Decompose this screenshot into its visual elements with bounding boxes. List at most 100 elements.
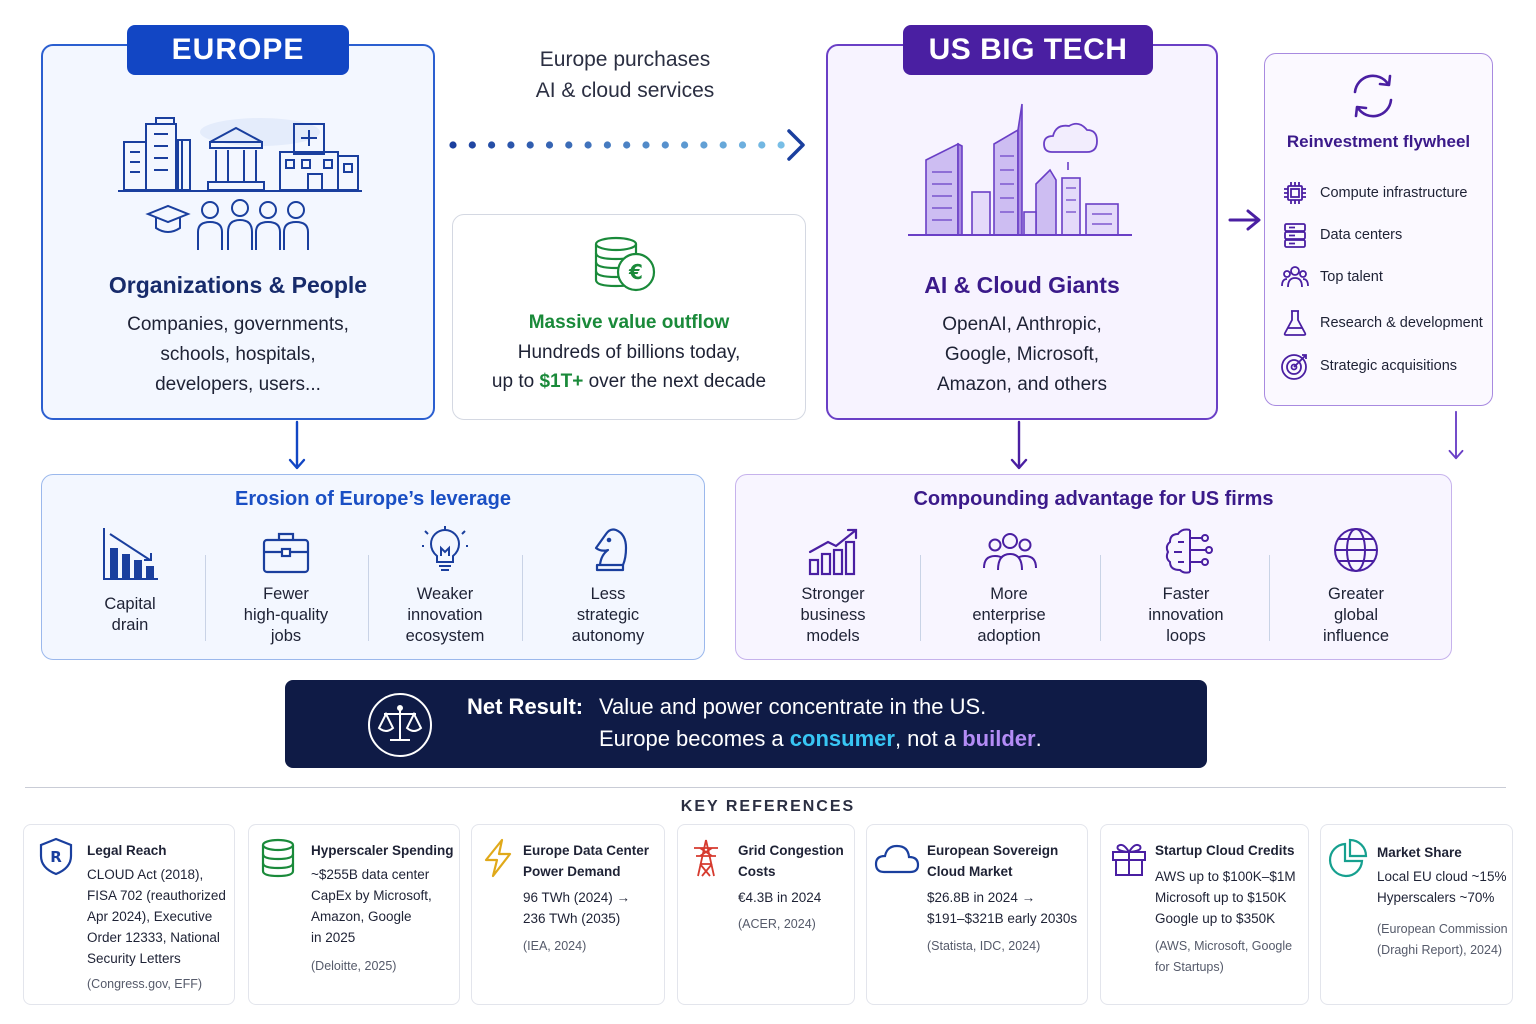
us-title: AI & Cloud Giants <box>924 272 1120 298</box>
net-result-label: Net Result: <box>467 694 584 719</box>
server-icon <box>1284 223 1306 248</box>
divider <box>920 555 921 641</box>
divider <box>1100 555 1101 641</box>
divider <box>522 555 523 641</box>
flow-dot <box>642 141 650 149</box>
right-arrow-icon <box>1228 209 1261 231</box>
flow-dot <box>526 141 534 149</box>
references-heading: KEY REFERENCES <box>680 798 856 815</box>
organizations-illustration-icon <box>118 117 362 250</box>
reference-body: $26.8B in 2024 →$191–$321B early 2030s <box>927 890 1078 926</box>
us-big-tech-label: US BIG TECH <box>903 25 1153 75</box>
flask-icon <box>1283 310 1307 336</box>
chess-knight-icon <box>594 528 628 572</box>
svg-text:€: € <box>628 260 643 284</box>
globe-icon <box>1334 528 1378 572</box>
erosion-title: Erosion of Europe’s leverage <box>234 488 511 510</box>
people-icon <box>1281 266 1309 288</box>
svg-text:R: R <box>50 848 62 866</box>
net-result-line-2: Europe becomes a consumer, not a builder… <box>599 726 1042 751</box>
flow-dot <box>738 141 747 149</box>
lightning-icon <box>484 838 512 878</box>
flywheel-item: Top talent <box>1280 262 1490 292</box>
power-tower-icon <box>694 839 718 877</box>
flow-dot <box>681 141 689 149</box>
reference-title: Legal Reach <box>87 843 167 858</box>
flywheel-item: Strategic acquisitions <box>1280 351 1490 381</box>
briefcase-icon <box>262 532 310 574</box>
compounding-title: Compounding advantage for US firms <box>913 488 1274 510</box>
chip-icon <box>1284 182 1306 204</box>
down-arrow-icon <box>1010 420 1028 470</box>
flow-dot <box>661 141 669 149</box>
reference-card-grid-congestion <box>677 824 855 1005</box>
flow-dot <box>507 141 515 149</box>
references-divider <box>25 787 1506 788</box>
reference-source: (European Commission(Draghi Report), 202… <box>1377 922 1508 957</box>
growth-chart-icon <box>808 528 858 576</box>
reference-title: Startup Cloud Credits <box>1155 843 1295 858</box>
flow-dot <box>758 141 766 149</box>
flywheel-item: Data centers <box>1280 220 1490 250</box>
gift-icon <box>1112 843 1146 876</box>
europe-title: Organizations & People <box>108 272 368 298</box>
pie-chart-icon <box>1328 838 1368 878</box>
flow-dot <box>584 141 592 149</box>
cloud-icon <box>874 844 920 874</box>
flow-dot <box>449 141 457 149</box>
divider <box>1269 555 1270 641</box>
brain-circuit-icon <box>1165 528 1213 574</box>
reference-card-hyperscaler-spending <box>248 824 460 1005</box>
reference-title: Market Share <box>1377 845 1462 860</box>
reference-source: (Congress.gov, EFF) <box>87 977 203 991</box>
reference-body: 96 TWh (2024) →236 TWh (2035) <box>523 890 631 926</box>
declining-bar-chart-icon <box>103 528 158 580</box>
city-skyline-cloud-icon <box>908 103 1132 236</box>
flywheel-item: Research & development <box>1280 308 1490 338</box>
reference-source: (IEA, 2024) <box>523 939 587 953</box>
erosion-panel <box>41 474 705 660</box>
reference-card-market-share <box>1320 824 1513 1005</box>
outflow-title: Massive value outflow <box>528 312 730 333</box>
europe-description: Companies, governments, schools, hospita… <box>127 314 349 395</box>
lightbulb-icon <box>422 526 468 571</box>
reference-card-startup-credits <box>1100 824 1309 1005</box>
net-result-banner <box>285 680 1207 768</box>
flow-dot <box>623 141 631 149</box>
flow-dot <box>545 141 554 149</box>
shield-r-icon: R <box>39 837 73 876</box>
divider <box>368 555 369 641</box>
flow-dot <box>777 141 785 149</box>
reference-card-legal-reach <box>23 824 235 1005</box>
flow-dot <box>700 141 708 149</box>
reference-title: Hyperscaler Spending <box>311 843 454 858</box>
net-result-line-1: Value and power concentrate in the US. <box>599 694 987 719</box>
reference-source: (Deloitte, 2025) <box>311 959 397 973</box>
divider <box>205 555 206 641</box>
cycle-arrows-icon <box>1353 74 1393 118</box>
reference-body: €4.3B in 2024 <box>738 890 822 905</box>
flow-dot <box>719 141 727 149</box>
us-description: OpenAI, Anthropic, Google, Microsoft, Am… <box>936 314 1108 395</box>
reinvestment-flywheel-panel <box>1264 53 1493 406</box>
reference-body: Local EU cloud ~15%Hyperscalers ~70% <box>1377 869 1507 905</box>
outflow-line-1: Hundreds of billions today, <box>517 342 741 363</box>
scales-icon <box>368 693 432 757</box>
reference-source: (Statista, IDC, 2024) <box>927 939 1041 953</box>
down-arrow-icon <box>288 420 306 470</box>
